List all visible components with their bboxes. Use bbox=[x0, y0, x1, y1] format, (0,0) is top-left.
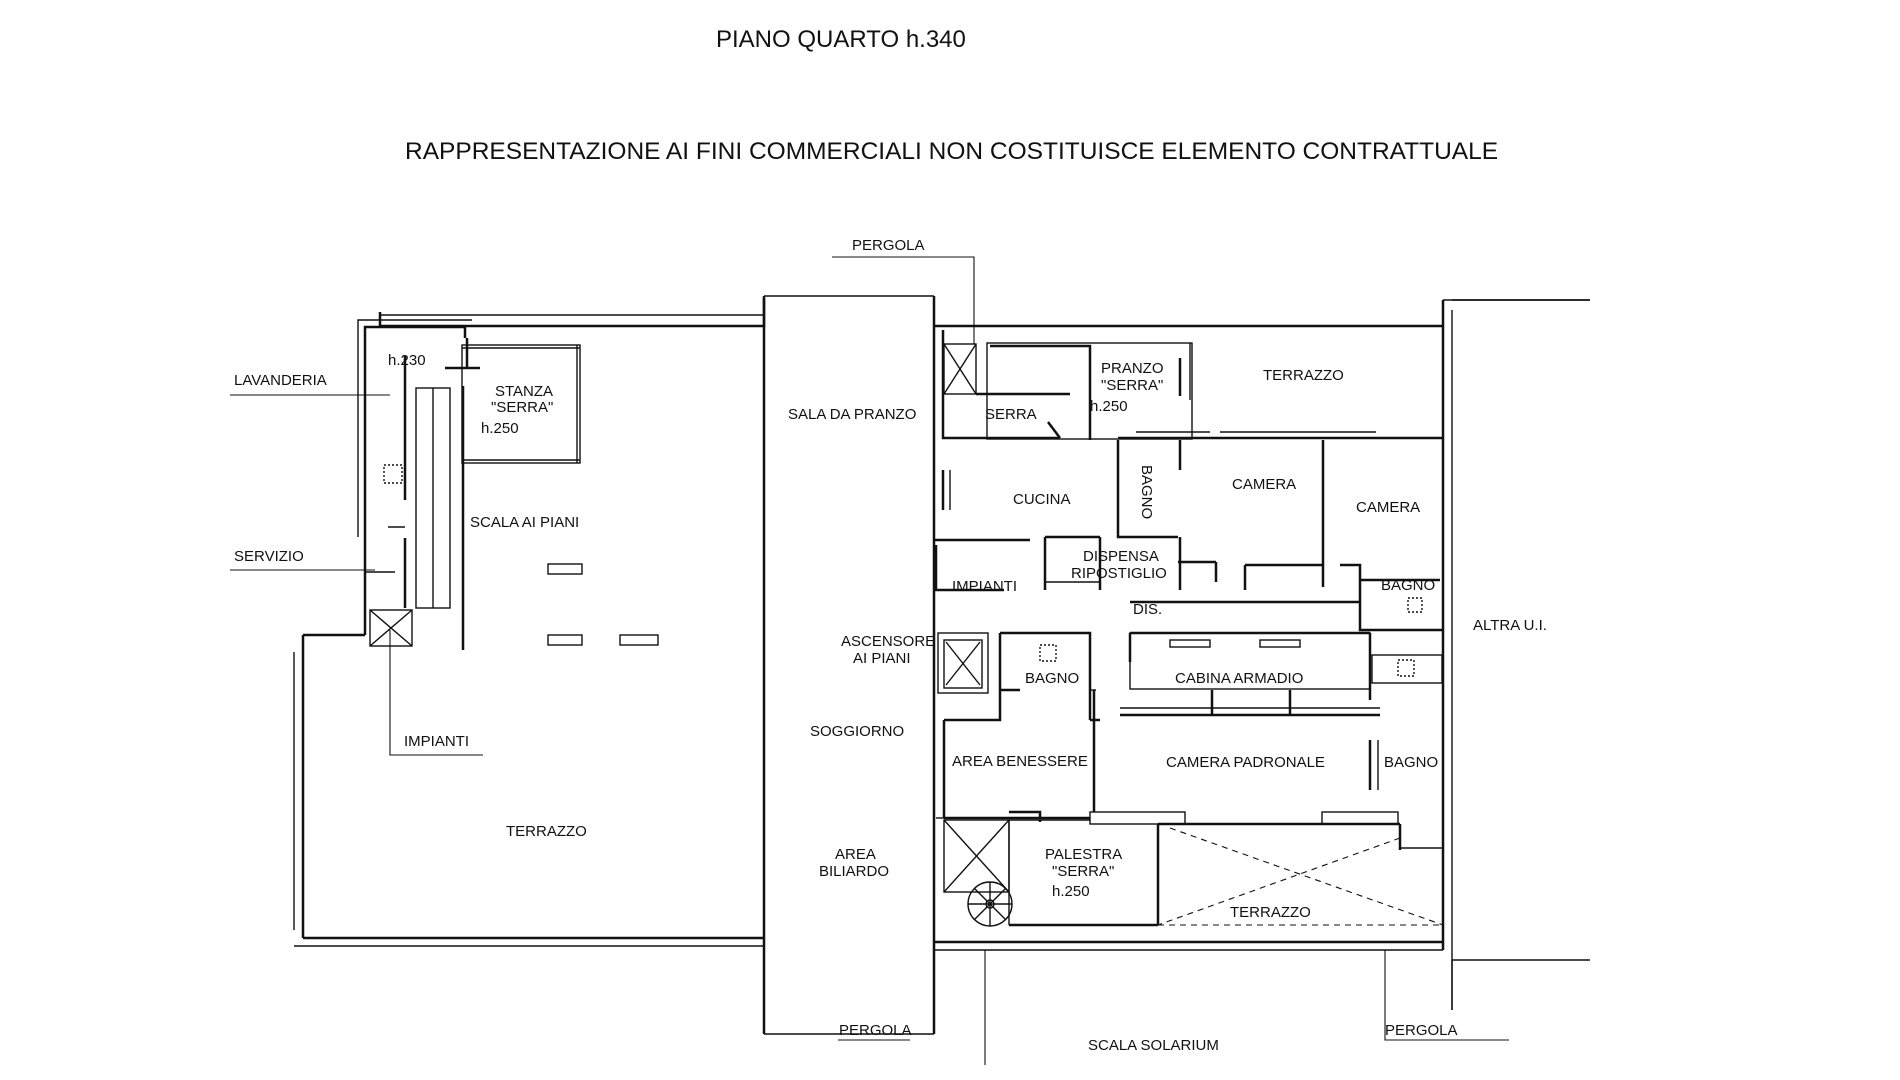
label-stanza-serra: "SERRA" bbox=[491, 399, 553, 416]
label-ripostiglio: RIPOSTIGLIO bbox=[1071, 565, 1167, 582]
label-altra-ui: ALTRA U.I. bbox=[1473, 617, 1547, 634]
label-biliardo: BILIARDO bbox=[819, 863, 889, 880]
floor-title: PIANO QUARTO h.340 bbox=[716, 26, 966, 53]
label-palestra-h: h.250 bbox=[1052, 883, 1090, 900]
label-pranzo-serra: "SERRA" bbox=[1101, 377, 1163, 394]
label-dispensa: DISPENSA bbox=[1083, 548, 1159, 565]
label-camera-1: CAMERA bbox=[1232, 476, 1296, 493]
leader-lines bbox=[230, 256, 1509, 1065]
label-impianti-kitchen: IMPIANTI bbox=[952, 578, 1017, 595]
label-terrazzo-top: TERRAZZO bbox=[1263, 367, 1344, 384]
stair-flight bbox=[415, 387, 451, 609]
label-soggiorno: SOGGIORNO bbox=[810, 723, 904, 740]
central-band-walls bbox=[762, 295, 936, 1035]
label-palestra-serra: "SERRA" bbox=[1052, 863, 1114, 880]
label-scala-ai-piani: SCALA AI PIANI bbox=[470, 514, 579, 531]
label-h230: h.230 bbox=[388, 352, 426, 369]
label-palestra: PALESTRA bbox=[1045, 846, 1122, 863]
other-unit-walls bbox=[1451, 299, 1590, 1010]
label-area: AREA bbox=[835, 846, 876, 863]
left-wing-walls bbox=[293, 298, 766, 947]
label-dis: DIS. bbox=[1133, 601, 1162, 618]
label-serra: SERRA bbox=[985, 406, 1037, 423]
label-terrazzo-left: TERRAZZO bbox=[506, 823, 587, 840]
label-cabina-armadio: CABINA ARMADIO bbox=[1175, 670, 1303, 687]
label-ascensore: ASCENSORE bbox=[841, 633, 935, 650]
label-scala-solarium: SCALA SOLARIUM bbox=[1088, 1037, 1219, 1054]
label-bagno-right-top: BAGNO bbox=[1381, 577, 1435, 594]
disclaimer-text: RAPPRESENTAZIONE AI FINI COMMERCIALI NON… bbox=[405, 138, 1499, 165]
label-camera-padronale: CAMERA PADRONALE bbox=[1166, 754, 1325, 771]
label-ai-piani: AI PIANI bbox=[853, 650, 911, 667]
label-camera-2: CAMERA bbox=[1356, 499, 1420, 516]
label-pranzo-h: h.250 bbox=[1090, 398, 1128, 415]
label-bagno-center: BAGNO bbox=[1025, 670, 1079, 687]
label-pergola-top: PERGOLA bbox=[852, 237, 925, 254]
label-servizio: SERVIZIO bbox=[234, 548, 304, 565]
label-pranzo: PRANZO bbox=[1101, 360, 1164, 377]
label-terrazzo-bottom: TERRAZZO bbox=[1230, 904, 1311, 921]
label-lavanderia: LAVANDERIA bbox=[234, 372, 327, 389]
spiral-staircase bbox=[967, 881, 1013, 927]
label-bagno-right: BAGNO bbox=[1384, 754, 1438, 771]
label-bagno-vertical: BAGNO bbox=[1138, 465, 1155, 519]
label-stanza: STANZA bbox=[495, 383, 553, 400]
label-sala-da-pranzo: SALA DA PRANZO bbox=[788, 406, 916, 423]
label-impianti-left: IMPIANTI bbox=[404, 733, 469, 750]
label-pergola-bottom-right: PERGOLA bbox=[1385, 1022, 1458, 1039]
label-stanza-h: h.250 bbox=[481, 420, 519, 437]
label-area-benessere: AREA BENESSERE bbox=[952, 753, 1088, 770]
right-wing-walls bbox=[934, 299, 1590, 1010]
label-cucina: CUCINA bbox=[1013, 491, 1071, 508]
room-labels: LAVANDERIA h.230 STANZA "SERRA" h.250 SC… bbox=[234, 237, 1547, 1054]
label-pergola-bottom-left: PERGOLA bbox=[839, 1022, 912, 1039]
